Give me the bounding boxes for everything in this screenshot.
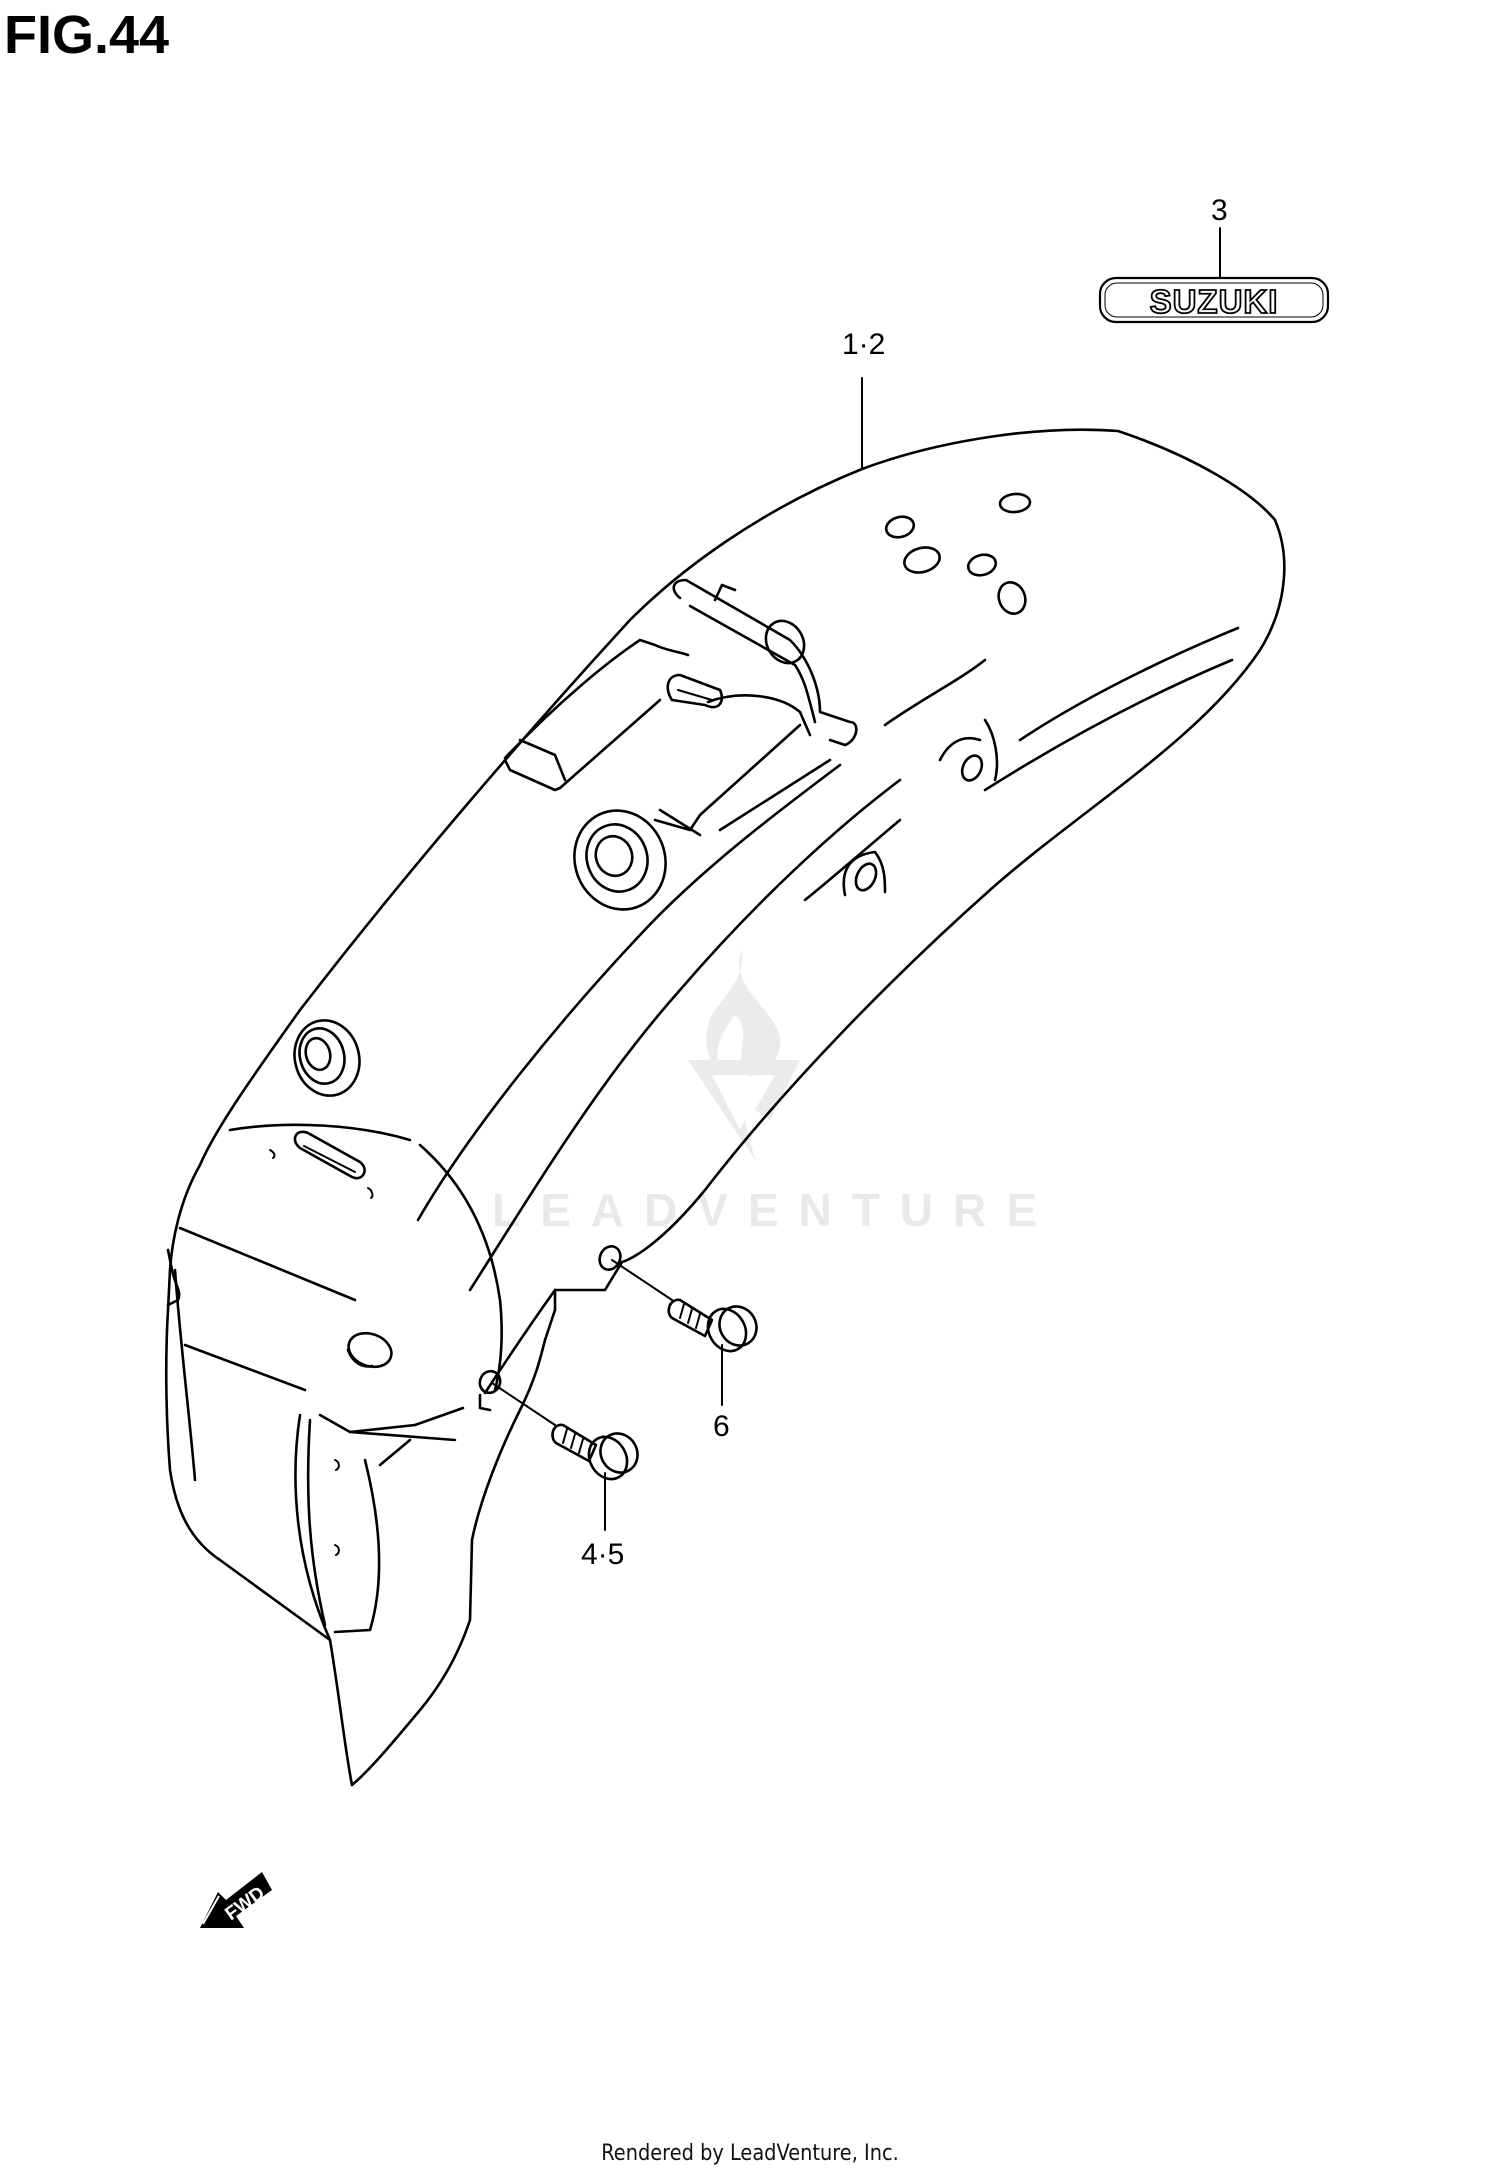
callout-3[interactable]: 3 [1211, 194, 1228, 227]
bolt-6-drawing[interactable] [611, 1259, 764, 1406]
callout-1-2[interactable]: 1·2 [842, 328, 886, 361]
callout-6[interactable]: 6 [713, 1410, 730, 1443]
forward-arrow-icon: FWD [200, 1872, 272, 1928]
figure-title: FIG.44 [4, 5, 170, 65]
watermark-text: LEADVENTURE [492, 1184, 1058, 1236]
callout-4-5[interactable]: 4·5 [581, 1538, 625, 1571]
render-credit: Rendered by LeadVenture, Inc. [601, 2141, 899, 2166]
rear-fender-drawing[interactable] [164, 428, 1286, 1787]
emblem-text: SUZUKI [1150, 283, 1279, 320]
bolt-4-5-drawing[interactable] [491, 1382, 645, 1531]
suzuki-emblem-drawing[interactable]: SUZUKI [1098, 227, 1330, 324]
